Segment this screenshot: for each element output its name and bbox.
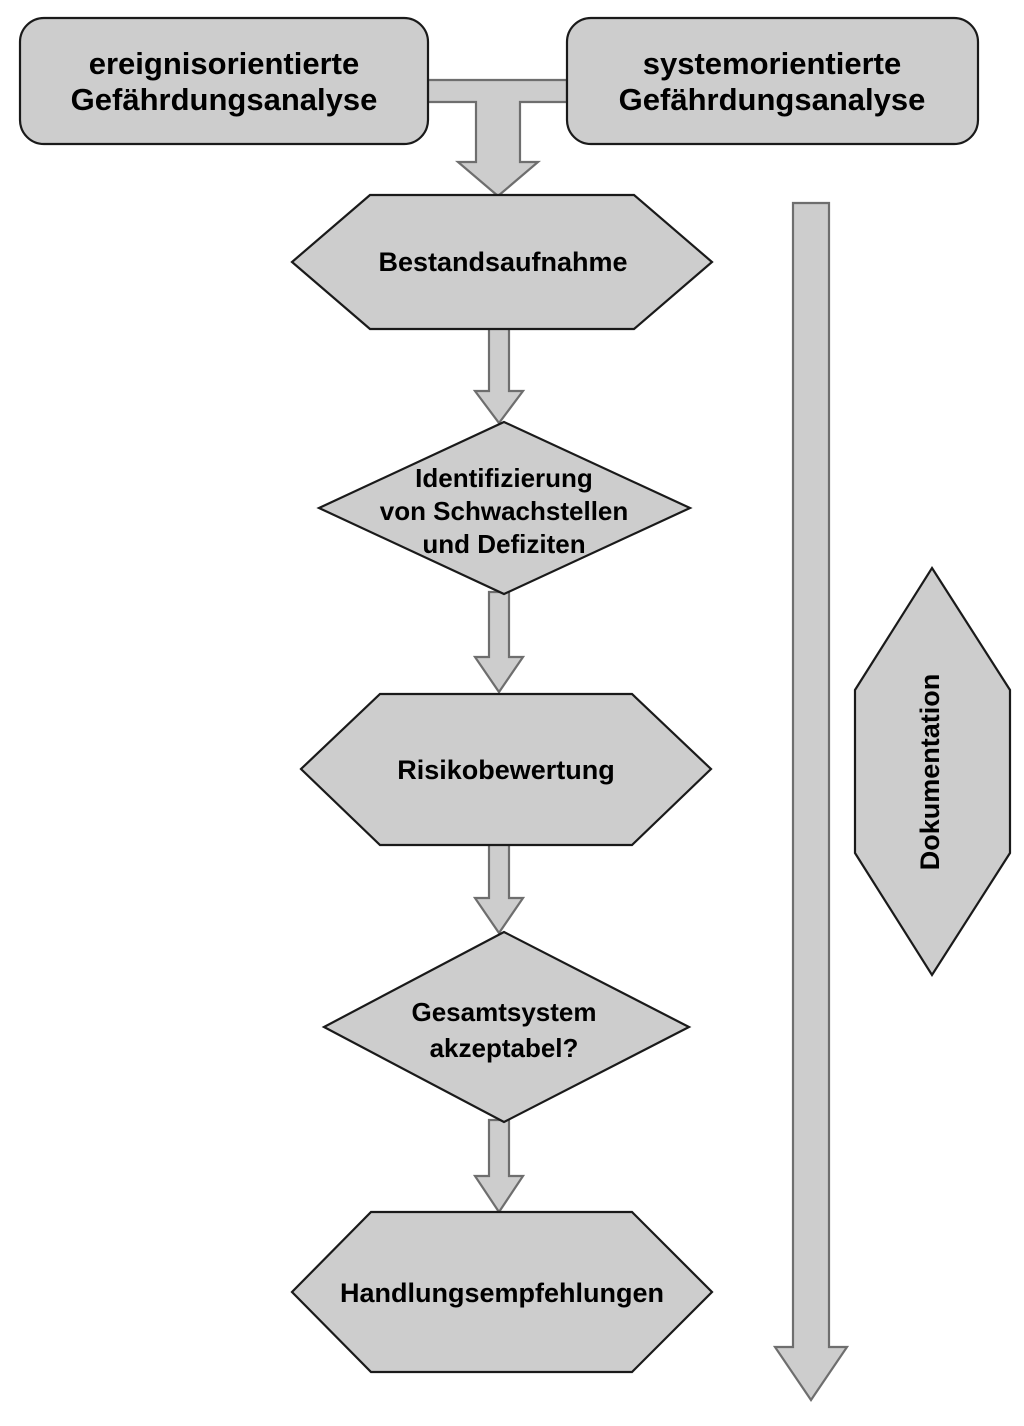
connector-step1-step2: [472, 326, 526, 425]
node-step1-bestandsaufnahme[interactable]: Bestandsaufnahme: [290, 193, 714, 331]
node-dokumentation[interactable]: Dokumentation: [853, 565, 1012, 978]
node-input-right[interactable]: systemorientierte Gefährdungsanalyse: [565, 16, 980, 146]
node-step5-label: Handlungsempfehlungen: [340, 1278, 664, 1308]
node-step3-label: Risikobewertung: [397, 755, 615, 785]
node-input-left-label-line2: Gefährdungsanalyse: [71, 82, 378, 117]
node-input-right-label-line1: systemorientierte: [643, 46, 901, 81]
node-step5-handlungsempfehlungen[interactable]: Handlungsempfehlungen: [290, 1210, 714, 1374]
node-step2-label-line3: und Defiziten: [422, 529, 585, 559]
node-input-left[interactable]: ereignisorientierte Gefährdungsanalyse: [18, 16, 430, 146]
merge-fork-arrow: [426, 78, 569, 198]
node-step3-risikobewertung[interactable]: Risikobewertung: [299, 692, 713, 847]
node-step4-label-line1: Gesamtsystem: [412, 997, 597, 1027]
node-step2-label-line2: von Schwachstellen: [380, 496, 629, 526]
node-input-left-label-line1: ereignisorientierte: [89, 46, 359, 81]
connector-step3-step4: [472, 841, 526, 935]
node-step4-gesamtsystem[interactable]: Gesamtsystem akzeptabel?: [321, 930, 692, 1124]
node-step1-label: Bestandsaufnahme: [378, 247, 627, 277]
node-input-right-label-line2: Gefährdungsanalyse: [619, 82, 926, 117]
node-step2-identifizierung[interactable]: Identifizierung von Schwachstellen und D…: [316, 420, 693, 596]
connector-step2-step3: [472, 590, 526, 694]
node-step2-label-line1: Identifizierung: [415, 463, 593, 493]
connector-step4-step5: [472, 1118, 526, 1214]
node-step4-label-line2: akzeptabel?: [430, 1033, 579, 1063]
documentation-spine-arrow: [772, 201, 850, 1402]
node-dokumentation-label: Dokumentation: [915, 674, 945, 871]
